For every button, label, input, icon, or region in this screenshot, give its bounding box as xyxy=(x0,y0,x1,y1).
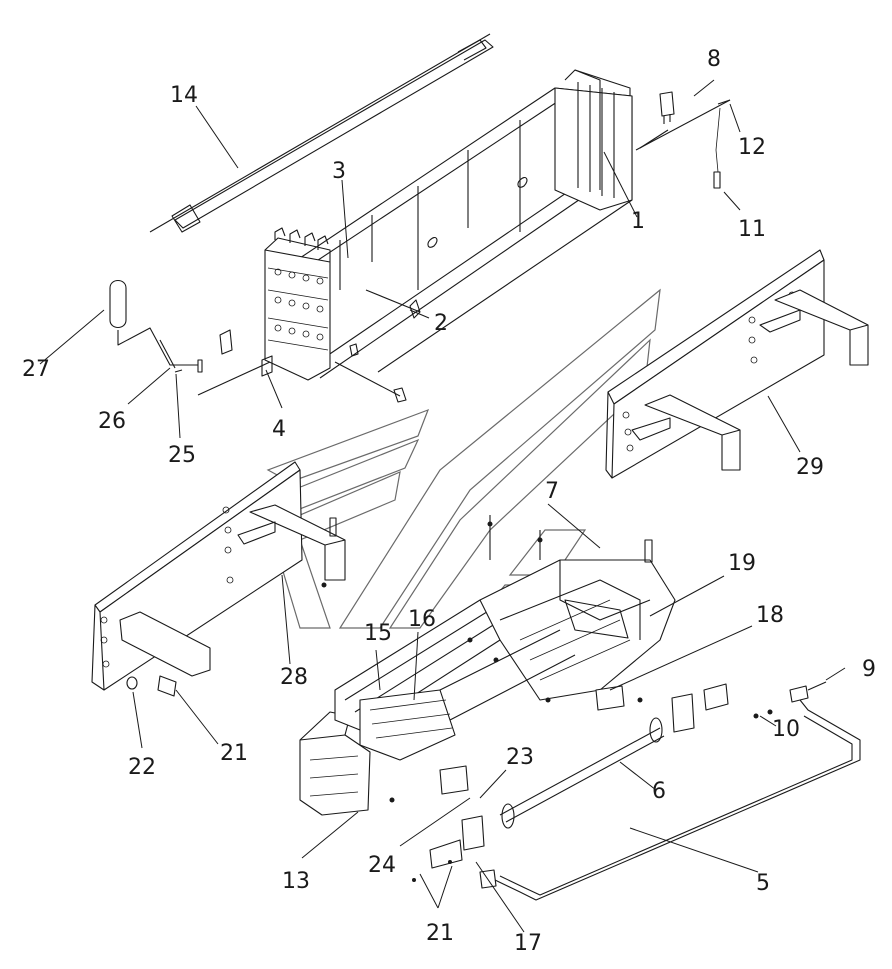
callout-19: 19 xyxy=(728,551,756,576)
callout-13: 13 xyxy=(282,869,310,894)
part-pin-12 xyxy=(635,99,731,189)
callout-15: 15 xyxy=(364,621,392,646)
part-left-plate-28 xyxy=(91,461,346,691)
part-right-plate-29 xyxy=(605,249,869,479)
callout-14: 14 xyxy=(170,83,198,108)
callout-10: 10 xyxy=(772,717,800,742)
callout-3: 3 xyxy=(332,159,346,184)
callout-17: 17 xyxy=(514,931,542,956)
part-screws-21b xyxy=(412,860,452,882)
part-bolt-21a xyxy=(157,675,177,697)
callout-16: 16 xyxy=(408,607,436,632)
part-crank-handle xyxy=(109,279,271,396)
part-rod-14 xyxy=(149,33,494,233)
callout-8: 8 xyxy=(707,47,721,72)
callout-27: 27 xyxy=(22,357,50,382)
part-hardware-9-10 xyxy=(753,681,827,719)
callout-5: 5 xyxy=(756,871,770,896)
callout-2: 2 xyxy=(434,311,448,336)
callout-29: 29 xyxy=(796,455,824,480)
part-slide-assembly xyxy=(299,515,676,816)
callout-7: 7 xyxy=(545,479,559,504)
callout-labels: 1 2 3 4 5 6 7 8 9 10 11 12 13 14 15 16 1… xyxy=(22,47,876,956)
callout-21b: 21 xyxy=(426,921,454,946)
callout-26: 26 xyxy=(98,409,126,434)
part-pin-8 xyxy=(639,91,675,149)
callout-18: 18 xyxy=(756,603,784,628)
callout-21a: 21 xyxy=(220,741,248,766)
callout-11: 11 xyxy=(738,217,766,242)
callout-1: 1 xyxy=(631,209,645,234)
callout-22: 22 xyxy=(128,755,156,780)
callout-24: 24 xyxy=(368,853,396,878)
callout-28: 28 xyxy=(280,665,308,690)
callout-4: 4 xyxy=(272,417,286,442)
part-main-frame xyxy=(264,69,633,381)
part-shaft-6 xyxy=(499,683,729,829)
callout-25: 25 xyxy=(168,443,196,468)
part-washer-22 xyxy=(126,676,138,690)
callout-23: 23 xyxy=(506,745,534,770)
part-bolt-4 xyxy=(219,329,407,403)
callout-12: 12 xyxy=(738,135,766,160)
part-rod-5 xyxy=(494,699,861,901)
callout-9: 9 xyxy=(862,657,876,682)
leader-lines xyxy=(39,79,846,933)
callout-6: 6 xyxy=(652,779,666,804)
part-bolt-2 xyxy=(365,289,421,319)
